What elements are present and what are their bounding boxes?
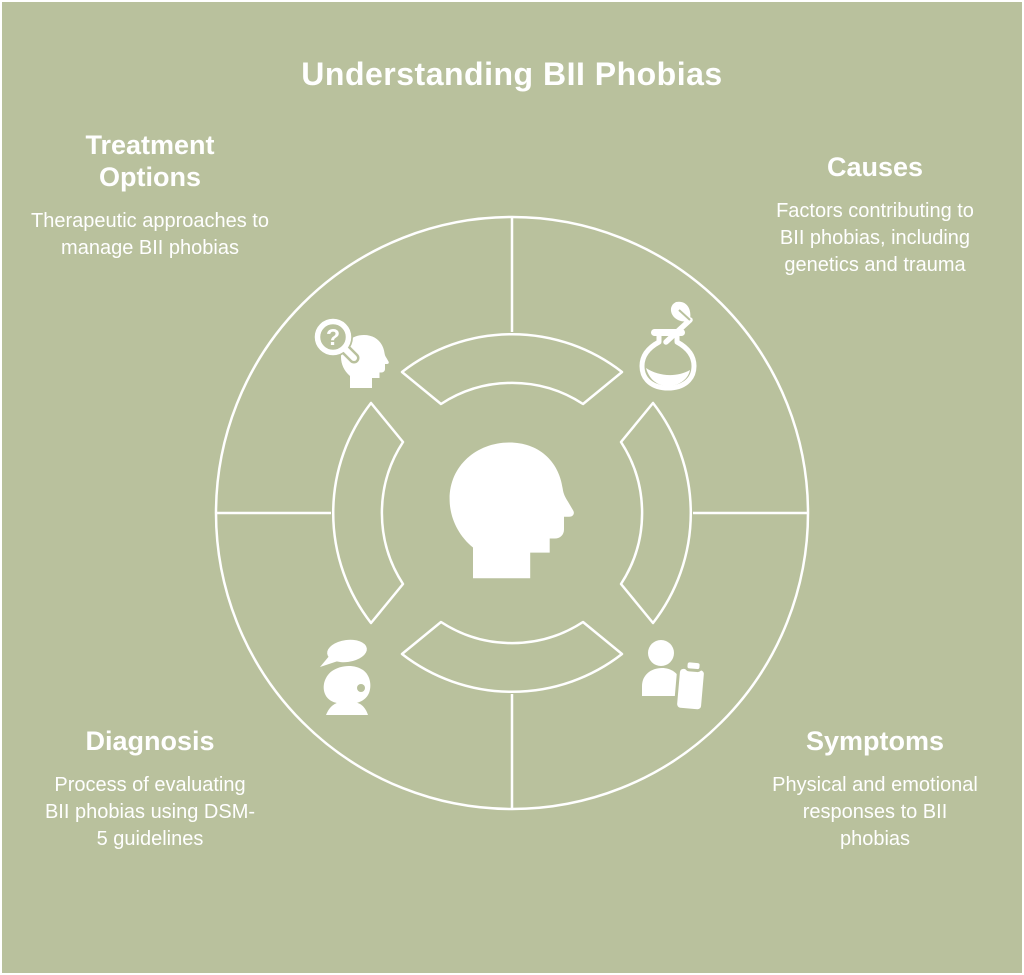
section-symptoms: Symptoms Physical and emotional response… [745, 726, 1005, 853]
section-treatment-options: Treatment Options Therapeutic approaches… [20, 130, 280, 262]
segment-band-top [400, 332, 624, 406]
section-description: Factors contributing to BII phobias, inc… [776, 199, 974, 276]
segment-band-bottom [400, 620, 624, 694]
section-diagnosis: Diagnosis Process of evaluating BII phob… [20, 726, 280, 853]
person-speech-bubble-icon [320, 639, 371, 715]
head-silhouette-icon [449, 442, 574, 579]
person-clipboard-icon [642, 640, 707, 713]
section-causes: Causes Factors contributing to BII phobi… [745, 152, 1005, 279]
segment-band-left [331, 401, 405, 625]
quadrant-dividers [216, 217, 808, 809]
question-mark-glyph: ? [326, 324, 340, 350]
section-heading: Treatment Options [85, 130, 215, 192]
section-description: Physical and emotional responses to BII … [772, 773, 978, 850]
section-heading: Diagnosis [85, 726, 215, 756]
section-description: Therapeutic approaches to manage BII pho… [31, 209, 269, 259]
head-magnifier-question-icon: ? [313, 317, 389, 388]
segment-band-right [619, 401, 693, 625]
segment-ring [331, 332, 693, 694]
section-heading: Symptoms [805, 726, 945, 756]
section-heading: Causes [826, 152, 924, 182]
page-title: Understanding BII Phobias [301, 56, 723, 92]
section-description: Process of evaluating BII phobias using … [44, 773, 256, 850]
flask-sprout-icon [639, 301, 697, 391]
